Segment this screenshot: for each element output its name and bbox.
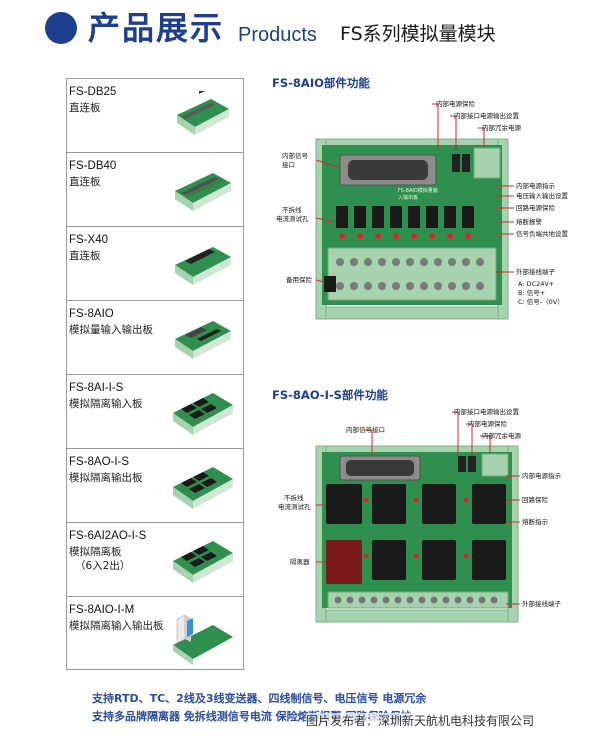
product-desc: 直连板 bbox=[69, 250, 101, 262]
product-desc: 模拟隔离输出板 bbox=[69, 472, 143, 484]
label2-external-terminal: 外部接线端子 bbox=[522, 600, 561, 608]
product-desc: 模拟量输入输出板 bbox=[69, 324, 153, 336]
label2-power-indicator: 内部电源指示 bbox=[522, 472, 561, 480]
label2-current-test-hole: 电流测试孔 bbox=[278, 503, 311, 511]
product-desc: 直连板 bbox=[69, 102, 101, 114]
label-internal-power-protect: 内部电源保险 bbox=[436, 100, 475, 108]
product-item: FS-8AIO 模拟量输入输出板 bbox=[67, 301, 243, 375]
product-item: FS-DB40 直连板 bbox=[67, 153, 243, 227]
label-spare-fuse: 备用保险 bbox=[286, 276, 312, 284]
diagram2-title: FS-8AO-I-S部件功能 bbox=[272, 388, 388, 402]
page-header: 产品展示 Products FS系列模拟量模块 bbox=[0, 0, 600, 66]
label-current-test-hole: 电流测试孔 bbox=[276, 215, 309, 223]
8ao-board-image bbox=[173, 467, 233, 509]
product-desc: 模拟隔离输入输出板 bbox=[69, 620, 164, 632]
8aio-board-image bbox=[175, 321, 231, 359]
diagram1-title: FS-8AIO部件功能 bbox=[272, 76, 370, 90]
label2-internal-power-protect: 内部电源保险 bbox=[468, 420, 507, 428]
label-line-a: A: DC24V+ bbox=[518, 280, 555, 288]
product-item: FS-DB25 直连板 bbox=[67, 79, 243, 153]
label2-internal-signal-port: 内部信号接口 bbox=[346, 426, 385, 434]
label-loop-power-protect: 回路电源保险 bbox=[516, 204, 555, 212]
x40-board-image bbox=[175, 247, 231, 285]
label-no-disconnect: 不拆线 bbox=[282, 206, 302, 214]
product-item: FS-6AI2AO-I-S 模拟隔离板 （6入2出） bbox=[67, 523, 243, 597]
product-list: FS-DB25 直连板 FS-DB40 直连板 FS-X40 直连板 bbox=[66, 78, 244, 670]
product-desc: 模拟隔离板 bbox=[69, 546, 122, 558]
publisher-watermark: 图片发布者：深圳新天航机电科技有限公司 bbox=[306, 713, 541, 729]
label2-breakdown-indicator: 熔断指示 bbox=[522, 518, 548, 526]
product-name: FS-8AO-I-S bbox=[69, 456, 130, 468]
product-item: FS-8AIO-I-M 模拟隔离输入输出板 bbox=[67, 597, 243, 671]
db40-board-image bbox=[175, 173, 231, 211]
label-external-terminal: 外部接线端子 bbox=[516, 268, 555, 276]
product-name: FS-DB25 bbox=[69, 86, 117, 98]
6ai2ao-board-image bbox=[173, 541, 233, 583]
label-voltage-io-setting: 电压输入输出设置 bbox=[516, 192, 568, 200]
feature-line-1: 支持RTD、TC、2线及3线变送器、四线制信号、电压信号 电源冗余 bbox=[92, 692, 427, 705]
product-name: FS-8AIO bbox=[69, 308, 114, 320]
label-line-b: B: 信号+ bbox=[518, 289, 546, 297]
product-desc: 直连板 bbox=[69, 176, 101, 188]
product-item: FS-8AI-I-S 模拟隔离输入板 bbox=[67, 375, 243, 449]
bullet-dot-icon bbox=[45, 12, 77, 44]
label2-loop-protect: 回路保险 bbox=[522, 496, 548, 504]
label-internal-signal-port: 内部信号 bbox=[282, 152, 308, 160]
label-internal-signal-port-2: 接口 bbox=[282, 161, 295, 169]
label-line-c: C: 信号-（0V） bbox=[518, 298, 564, 306]
product-desc-extra: （6入2出） bbox=[75, 560, 131, 572]
label-internal-interface-power: 内部接口电源输出设置 bbox=[454, 112, 519, 120]
product-item: FS-8AO-I-S 模拟隔离输出板 bbox=[67, 449, 243, 523]
label2-isolator: 隔离器 bbox=[290, 558, 310, 566]
product-name: FS-8AIO-I-M bbox=[69, 604, 135, 616]
product-name: FS-X40 bbox=[69, 234, 108, 246]
8ai-board-image bbox=[173, 393, 233, 435]
label-internal-redundant-power: 内部冗余电源 bbox=[482, 124, 521, 132]
series-title: FS系列模拟量模块 bbox=[340, 23, 496, 45]
label2-internal-redundant-power: 内部冗余电源 bbox=[482, 432, 521, 440]
label-breakdown-warn: 熔断报警 bbox=[516, 218, 542, 226]
db25-board-image bbox=[177, 91, 229, 135]
label2-no-disconnect: 不拆线 bbox=[284, 494, 304, 502]
board-silkscreen-2: 入输出板 bbox=[398, 195, 419, 201]
product-name: FS-DB40 bbox=[69, 160, 117, 172]
product-item: FS-X40 直连板 bbox=[67, 227, 243, 301]
product-desc: 模拟隔离输入板 bbox=[69, 398, 143, 410]
page-title: 产品展示 bbox=[88, 9, 225, 47]
page-subtitle: Products bbox=[238, 24, 317, 46]
product-name: FS-8AI-I-S bbox=[69, 382, 124, 394]
product-name: FS-6AI2AO-I-S bbox=[69, 530, 147, 542]
board-silkscreen-1: FS-8AIO模拟量输 bbox=[398, 188, 438, 194]
label-signal-neg-common: 信号负端共地设置 bbox=[516, 230, 568, 238]
label-power-indicator: 内部电源指示 bbox=[516, 182, 555, 190]
label2-internal-interface-power: 内部接口电源输出设置 bbox=[454, 408, 519, 416]
8aio-i-m-board-image bbox=[173, 615, 233, 665]
